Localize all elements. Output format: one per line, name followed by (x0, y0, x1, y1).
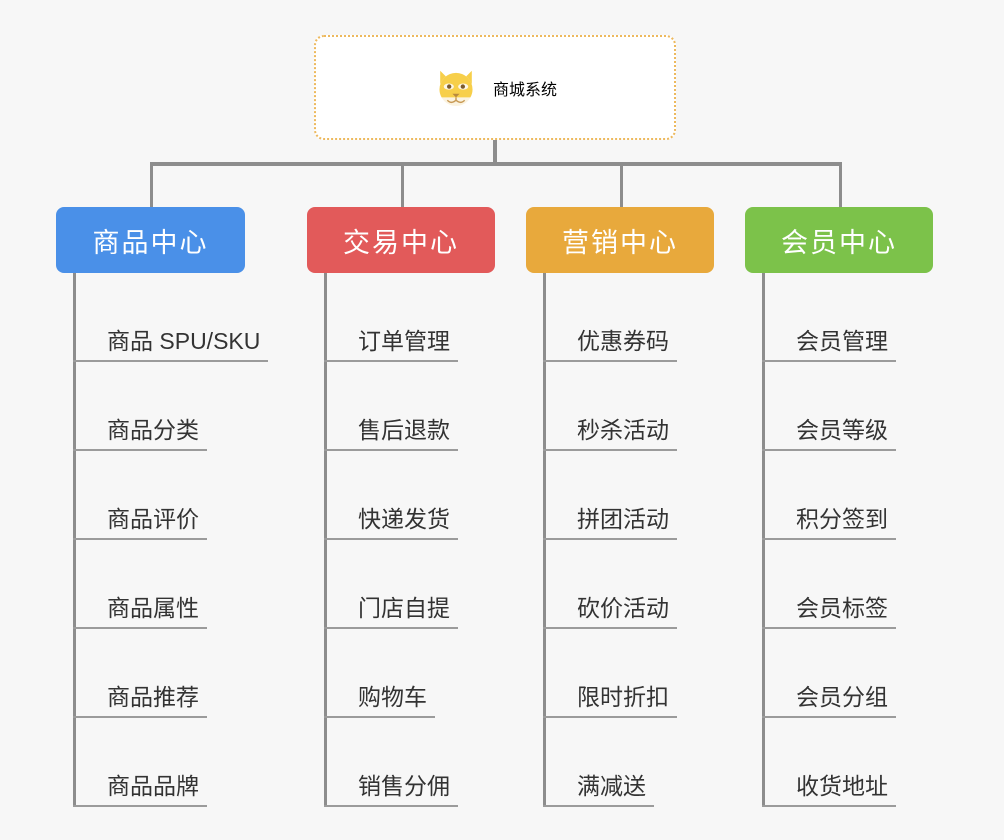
category-header-2[interactable]: 营销中心 (526, 207, 714, 273)
category-header-3[interactable]: 会员中心 (745, 207, 933, 273)
leaf-item-label: 会员分组 (796, 684, 888, 710)
leaf-item[interactable]: 优惠券码 (543, 273, 677, 362)
leaf-item-label: 拼团活动 (577, 506, 669, 532)
leaf-underline (73, 627, 207, 629)
leaf-item[interactable]: 商品评价 (73, 451, 260, 540)
branch-spine-3 (762, 273, 765, 807)
leaf-underline (73, 805, 207, 807)
branch-spine-0 (73, 273, 76, 807)
leaf-item-label: 销售分佣 (358, 773, 450, 799)
leaf-underline (73, 538, 207, 540)
root-title: 商城系统 (492, 81, 557, 99)
leaf-underline (762, 449, 896, 451)
leaf-underline (543, 538, 677, 540)
category-header-label: 商品中心 (92, 227, 209, 258)
connector-drop-1 (150, 162, 153, 210)
leaf-item[interactable]: 销售分佣 (324, 718, 458, 807)
leaf-underline (543, 716, 677, 718)
leaf-underline (543, 360, 677, 362)
branch-spine-1 (324, 273, 327, 807)
category-header-label: 交易中心 (343, 227, 459, 258)
leaf-underline (543, 449, 677, 451)
leaf-list-1: 订单管理售后退款快递发货门店自提购物车销售分佣 (324, 273, 458, 807)
leaf-item[interactable]: 商品属性 (73, 540, 260, 629)
leaf-item-label: 订单管理 (358, 328, 450, 354)
leaf-item[interactable]: 限时折扣 (543, 629, 677, 718)
leaf-underline (73, 716, 207, 718)
leaf-underline (762, 627, 896, 629)
leaf-item[interactable]: 会员标签 (762, 540, 896, 629)
category-header-1[interactable]: 交易中心 (307, 207, 495, 273)
leaf-underline (543, 627, 677, 629)
leaf-list-3: 会员管理会员等级积分签到会员标签会员分组收货地址 (762, 273, 896, 807)
leaf-item-label: 快递发货 (358, 506, 450, 532)
leaf-underline (324, 538, 458, 540)
leaf-item[interactable]: 会员等级 (762, 362, 896, 451)
leaf-underline (324, 716, 435, 718)
leaf-item-label: 会员标签 (796, 595, 888, 621)
connector-drop-3 (620, 162, 623, 210)
leaf-underline (73, 449, 207, 451)
leaf-item[interactable]: 拼团活动 (543, 451, 677, 540)
leaf-item[interactable]: 门店自提 (324, 540, 458, 629)
root-node[interactable]: 商城系统 (314, 35, 676, 140)
leaf-item[interactable]: 砍价活动 (543, 540, 677, 629)
leaf-list-2: 优惠券码秒杀活动拼团活动砍价活动限时折扣满减送 (543, 273, 677, 807)
leaf-item-label: 购物车 (358, 684, 427, 710)
shiba-dog-face-icon (439, 70, 473, 106)
leaf-item-label: 商品分类 (107, 417, 199, 443)
leaf-item[interactable]: 购物车 (324, 629, 450, 718)
leaf-item-label: 会员管理 (796, 328, 888, 354)
leaf-underline (762, 360, 896, 362)
leaf-item-label: 商品评价 (107, 506, 199, 532)
leaf-item[interactable]: 会员管理 (762, 273, 896, 362)
leaf-item[interactable]: 商品 SPU/SKU (73, 273, 268, 362)
leaf-item-label: 会员等级 (796, 417, 888, 443)
leaf-item-label: 积分签到 (796, 506, 888, 532)
leaf-item[interactable]: 满减送 (543, 718, 669, 807)
leaf-item[interactable]: 订单管理 (324, 273, 458, 362)
leaf-underline (324, 449, 458, 451)
connector-horizontal-bus (150, 162, 842, 166)
leaf-underline (762, 538, 896, 540)
leaf-underline (73, 360, 268, 362)
leaf-item[interactable]: 商品推荐 (73, 629, 260, 718)
leaf-item[interactable]: 收货地址 (762, 718, 896, 807)
leaf-item-label: 门店自提 (358, 595, 450, 621)
leaf-item[interactable]: 售后退款 (324, 362, 458, 451)
leaf-item-label: 满减送 (577, 773, 646, 799)
leaf-underline (762, 805, 896, 807)
leaf-item[interactable]: 秒杀活动 (543, 362, 677, 451)
leaf-item[interactable]: 商品分类 (73, 362, 260, 451)
category-header-label: 会员中心 (781, 227, 897, 258)
leaf-item[interactable]: 快递发货 (324, 451, 458, 540)
connector-root-trunk (493, 140, 497, 164)
category-header-label: 营销中心 (562, 227, 678, 258)
leaf-item-label: 收货地址 (796, 773, 888, 799)
category-header-0[interactable]: 商品中心 (56, 207, 245, 273)
leaf-item-label: 商品品牌 (107, 773, 199, 799)
leaf-item-label: 售后退款 (358, 417, 450, 443)
leaf-underline (324, 805, 458, 807)
connector-drop-2 (401, 162, 404, 210)
leaf-item-label: 商品推荐 (107, 684, 199, 710)
leaf-item-label: 商品属性 (107, 595, 199, 621)
leaf-item[interactable]: 积分签到 (762, 451, 896, 540)
leaf-underline (762, 716, 896, 718)
branch-spine-2 (543, 273, 546, 807)
leaf-list-0: 商品 SPU/SKU 商品分类商品评价商品属性商品推荐商品品牌 (73, 273, 268, 807)
leaf-item-label: 砍价活动 (577, 595, 669, 621)
leaf-underline (543, 805, 654, 807)
connector-drop-4 (839, 162, 842, 210)
leaf-item-label: 秒杀活动 (577, 417, 669, 443)
leaf-item-label: 商品 SPU/SKU (107, 328, 261, 354)
leaf-underline (324, 360, 458, 362)
leaf-item[interactable]: 会员分组 (762, 629, 896, 718)
leaf-item-label: 优惠券码 (577, 328, 669, 354)
leaf-item-label: 限时折扣 (577, 684, 669, 710)
leaf-item[interactable]: 商品品牌 (73, 718, 260, 807)
leaf-underline (324, 627, 458, 629)
